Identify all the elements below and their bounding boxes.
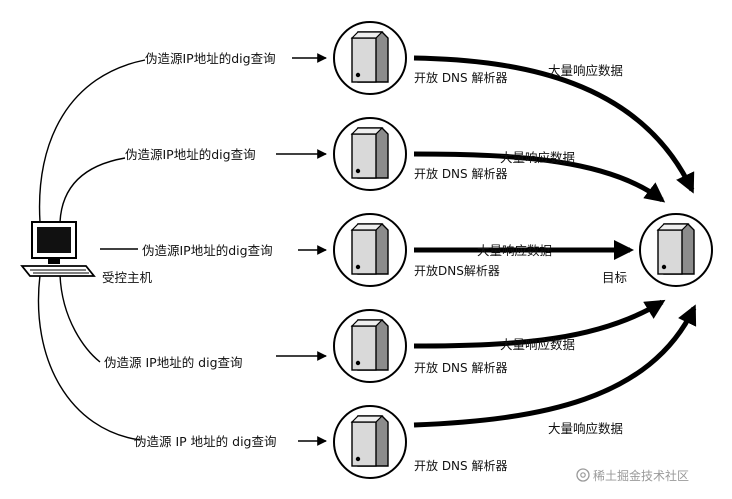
controlled-host: 受控主机 xyxy=(20,221,153,285)
resolver-label-4: 开放 DNS 解析器 xyxy=(414,360,507,375)
response-arrow-1 xyxy=(413,55,695,194)
query-labels: 伪造源IP地址的dig查询 伪造源IP地址的dig查询 伪造源IP地址的dig查… xyxy=(104,51,277,449)
server-icon xyxy=(350,223,389,275)
resolver-labels: 开放 DNS 解析器 开放 DNS 解析器 开放DNS解析器 开放 DNS 解析… xyxy=(414,70,507,473)
target-server xyxy=(639,213,713,287)
controlled-host-label: 受控主机 xyxy=(102,270,153,285)
host-connection-lines xyxy=(37,59,146,441)
response-arrow-4 xyxy=(413,299,666,349)
response-label-3: 大量响应数据 xyxy=(477,243,552,258)
query-label-2: 伪造源IP地址的dig查询 xyxy=(125,147,256,162)
resolver-server-2 xyxy=(333,117,407,191)
watermark-text: 稀土掘金技术社区 xyxy=(593,468,689,483)
resolver-label-1: 开放 DNS 解析器 xyxy=(414,70,507,85)
query-label-4: 伪造源 IP地址的 dig查询 xyxy=(104,355,243,370)
line-to-resolver-4 xyxy=(59,274,101,363)
at-icon xyxy=(576,468,590,482)
server-icon xyxy=(350,415,389,467)
response-labels: 大量响应数据 大量响应数据 大量响应数据 大量响应数据 大量响应数据 xyxy=(477,63,623,436)
line-to-resolver-1 xyxy=(38,59,146,223)
watermark: 稀土掘金技术社区 xyxy=(576,468,689,483)
server-icon xyxy=(350,31,389,83)
resolver-server-4 xyxy=(333,309,407,383)
response-label-5: 大量响应数据 xyxy=(548,421,623,436)
query-label-1: 伪造源IP地址的dig查询 xyxy=(145,51,276,66)
response-arrow-5 xyxy=(413,304,697,428)
resolver-server-5 xyxy=(333,405,407,479)
line-to-resolver-5 xyxy=(37,274,141,441)
server-icon xyxy=(350,127,389,179)
response-label-2: 大量响应数据 xyxy=(500,150,575,165)
target-label: 目标 xyxy=(602,270,627,285)
resolver-label-5: 开放 DNS 解析器 xyxy=(414,458,507,473)
resolver-server-1 xyxy=(333,21,407,95)
response-label-1: 大量响应数据 xyxy=(548,63,623,78)
query-label-5: 伪造源 IP 地址的 dig查询 xyxy=(134,434,277,449)
response-arrow-2 xyxy=(413,151,666,203)
query-arrows xyxy=(276,53,327,446)
query-label-3: 伪造源IP地址的dig查询 xyxy=(142,243,273,258)
resolver-label-2: 开放 DNS 解析器 xyxy=(414,166,507,181)
server-icon xyxy=(656,223,695,275)
server-icon xyxy=(350,319,389,371)
line-to-resolver-2 xyxy=(59,157,126,223)
resolver-label-3: 开放DNS解析器 xyxy=(414,263,500,278)
response-label-4: 大量响应数据 xyxy=(500,337,575,352)
resolver-server-3 xyxy=(333,213,407,287)
computer-icon xyxy=(20,221,96,277)
response-arrows xyxy=(413,55,697,428)
